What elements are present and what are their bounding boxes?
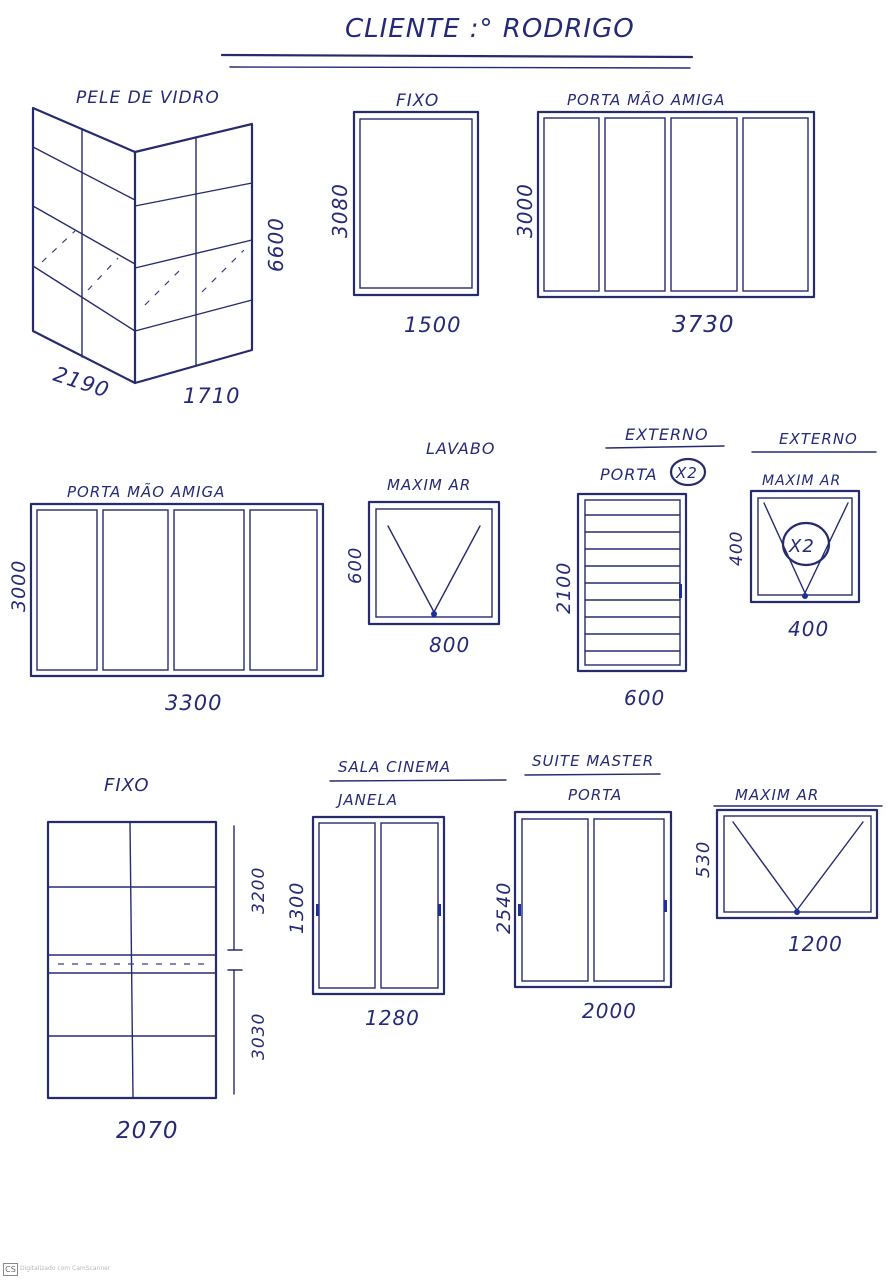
externo-porta-room: EXTERNO [625,425,709,444]
sala-cinema-drawing: SALA CINEMA JANELA 1300 1280 [286,758,507,1030]
fixo-top-dim-height: 3080 [328,183,352,238]
fixo-bottom-title: FIXO [104,775,150,796]
lavabo-room: LAVABO [426,439,495,458]
externo-porta-qty: X2 [675,464,698,482]
suite-master-dim-height: 2540 [493,882,515,934]
pele-dim-right-width: 1710 [183,384,240,408]
externo-porta-dim-width: 600 [624,686,665,710]
externo-maxim-dim-height: 400 [727,531,747,566]
sala-cinema-type: JANELA [335,791,398,809]
porta-amiga-top-title: PORTA MÃO AMIGA [567,90,725,109]
client-title: CLIENTE :° RODRIGO [345,14,635,44]
fixo-bottom-dim-width: 2070 [116,1118,179,1144]
scanner-watermark: CS Digitalizado com CamScanner [3,1263,123,1277]
maxim-bottom-drawing: MAXIM AR 530 1200 [693,786,883,956]
fixo-bottom-dimension-lines [227,825,243,1095]
fixo-top-title: FIXO [396,91,439,111]
suite-master-dim-width: 2000 [582,999,637,1023]
lavabo-dim-height: 600 [345,547,366,584]
porta-amiga-top-dim-width: 3730 [672,312,735,338]
pele-de-vidro-drawing: PELE DE VIDRO 6600 2190 1710 [31,88,288,408]
externo-maxim-type: MAXIM AR [762,473,841,489]
title-underline-2 [229,66,691,69]
sala-cinema-room: SALA CINEMA [338,758,451,776]
externo-maxim-dim-width: 400 [788,617,829,641]
pele-dim-height: 6600 [264,217,288,272]
scanner-text: Digitalizado com CamScanner [20,1265,111,1272]
title-underline-1 [220,53,694,59]
maxim-bottom-dim-width: 1200 [788,932,843,956]
externo-porta-type: PORTA [600,465,658,484]
sala-cinema-dim-width: 1280 [365,1006,420,1030]
externo-maxim-room: EXTERNO [779,430,858,448]
externo-maxim-drawing: EXTERNO MAXIM AR X2 400 400 [727,430,877,641]
lavabo-type: MAXIM AR [387,476,471,494]
lavabo-dim-width: 800 [429,633,470,657]
sala-cinema-dim-height: 1300 [286,882,308,934]
fixo-bottom-drawing: FIXO 3200 3030 2070 [46,775,269,1144]
porta-amiga-top-dim-height: 3000 [513,183,537,238]
maxim-bottom-type: MAXIM AR [735,786,819,804]
maxim-bottom-dim-height: 530 [693,841,714,878]
externo-maxim-qty: X2 [788,536,815,557]
externo-porta-drawing: EXTERNO PORTA X2 2100 600 [553,425,725,710]
fixo-bottom-dim-upper: 3200 [249,867,269,914]
suite-master-room: SUITE MASTER [532,752,654,770]
porta-amiga-mid-dim-height: 3000 [8,560,30,612]
suite-master-drawing: SUITE MASTER PORTA 2540 2000 [493,752,673,1023]
externo-porta-dim-height: 2100 [553,562,575,614]
porta-amiga-mid-dim-width: 3300 [165,691,222,715]
suite-master-type: PORTA [568,786,622,804]
porta-amiga-top-drawing: PORTA MÃO AMIGA 3000 3730 [513,90,816,338]
porta-amiga-mid-drawing: PORTA MÃO AMIGA 3000 3300 [8,482,325,715]
scanner-badge: CS [3,1263,18,1276]
pele-title: PELE DE VIDRO [76,88,220,108]
porta-amiga-mid-title: PORTA MÃO AMIGA [67,482,225,501]
fixo-bottom-dim-lower: 3030 [249,1013,269,1060]
door-slats [584,514,681,652]
fixo-top-dim-width: 1500 [404,313,461,337]
fixo-top-drawing: FIXO 3080 1500 [328,91,480,337]
lavabo-maxim-drawing: LAVABO MAXIM AR 600 800 [345,439,501,657]
